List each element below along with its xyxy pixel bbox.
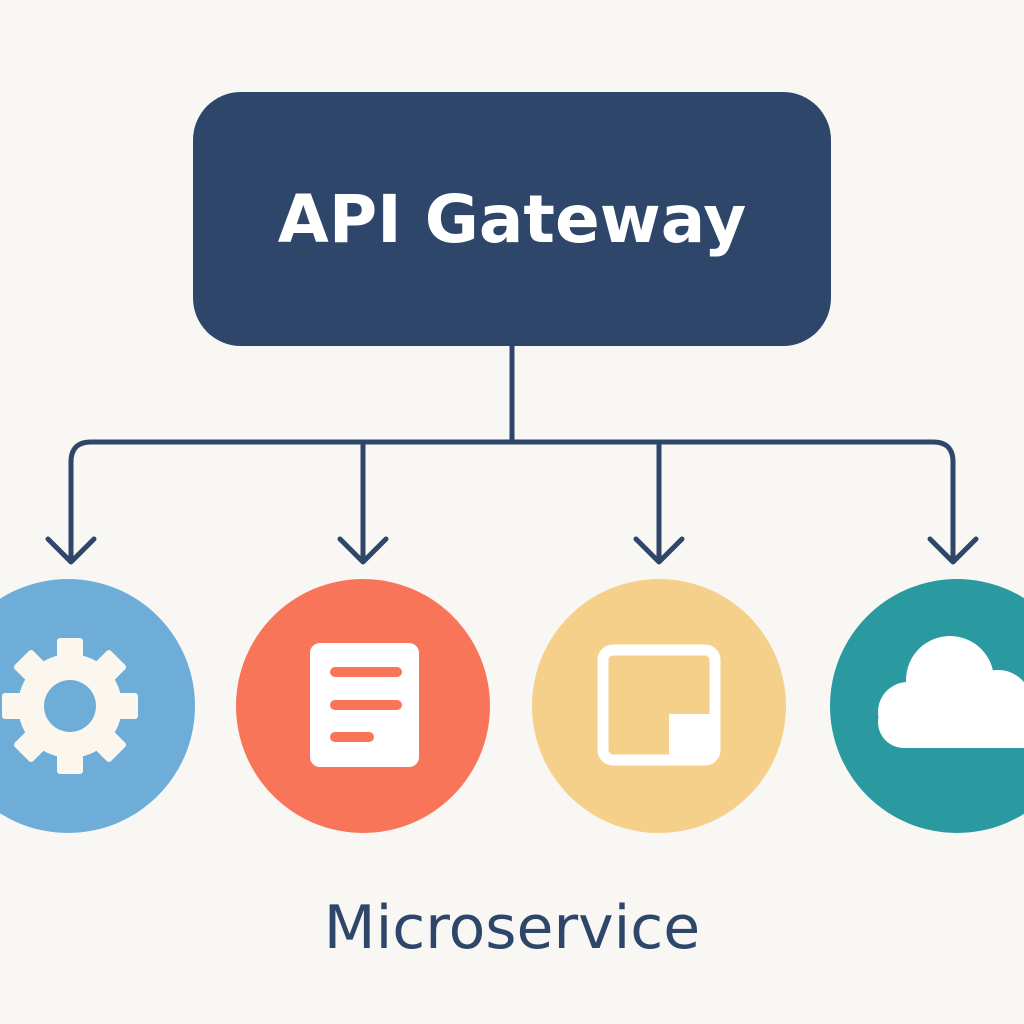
window-icon [597,644,721,766]
diagram-caption: Microservice [323,893,701,963]
service-circle-3 [532,579,786,833]
cloud-icon [878,636,1024,748]
arrowhead-4 [927,536,979,565]
api-gateway-label: API Gateway [277,180,747,258]
service-node-4 [830,579,1024,833]
arrowhead-2 [337,536,389,565]
document-icon [310,643,419,767]
service-node-1 [0,579,195,833]
arrowhead-3 [633,536,685,565]
api-gateway-box: API Gateway [193,92,831,346]
branch-bus-line [68,439,956,563]
gear-icon [2,638,138,774]
connector-lines [45,343,979,565]
service-node-2 [236,579,490,833]
service-node-3 [532,579,786,833]
arrowhead-1 [45,536,97,565]
